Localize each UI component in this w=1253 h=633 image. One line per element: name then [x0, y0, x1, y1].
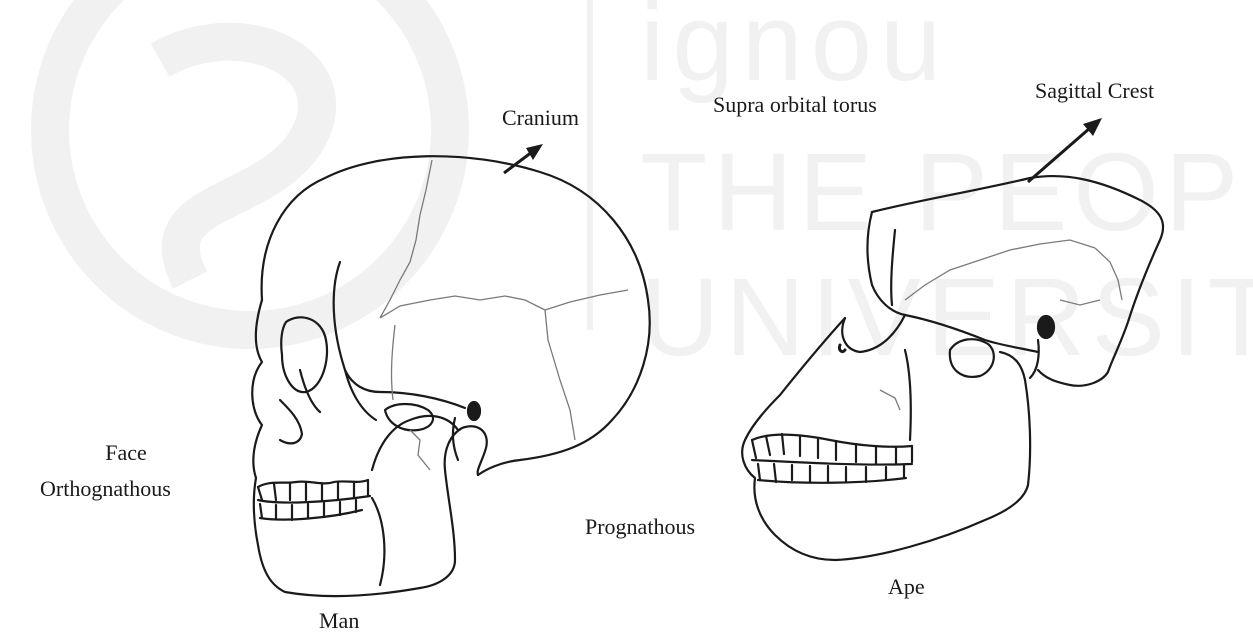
label-orthognathous: Orthognathous	[40, 478, 171, 500]
label-cranium: Cranium	[502, 107, 579, 129]
ape-teeth	[752, 435, 912, 447]
label-ape: Ape	[888, 576, 925, 598]
svg-text:ignou: ignou	[640, 0, 949, 104]
cranium-arrow	[504, 144, 543, 173]
label-sagittal-crest: Sagittal Crest	[1035, 80, 1154, 102]
human-mandible	[420, 426, 487, 588]
watermark-text: ignou THE PEOPLE'S UNIVERSITY	[640, 0, 1253, 379]
label-face: Face	[100, 442, 152, 464]
watermark-logo	[50, 0, 590, 330]
label-man: Man	[319, 610, 359, 632]
label-prognathous: Prognathous	[585, 516, 695, 538]
svg-text:UNIVERSITY: UNIVERSITY	[640, 256, 1253, 379]
label-supra-orbital-torus: Supra orbital torus	[713, 94, 877, 116]
